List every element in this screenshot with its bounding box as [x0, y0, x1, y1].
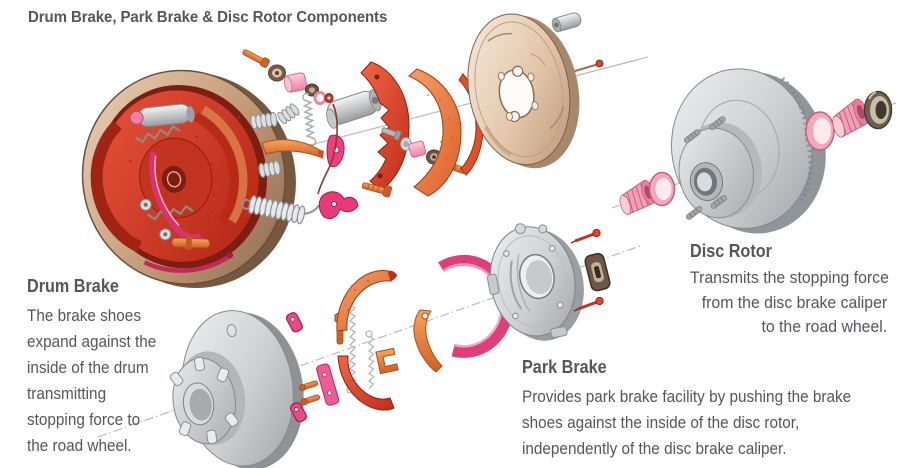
extension-spring: [302, 92, 317, 147]
U-bracket: [375, 347, 399, 375]
coil-spring-small: [250, 111, 278, 130]
anchor-pin: [242, 49, 270, 68]
park-anchor-plate: [486, 223, 584, 341]
wheel-stud: [709, 116, 726, 131]
extension-spring-thin: [348, 304, 357, 386]
park-cable-mounted: [143, 254, 231, 273]
adjuster-strut-mounted: [171, 236, 211, 250]
red-grommet: [324, 93, 334, 103]
disc-rotor-heading: Disc Rotor: [690, 241, 772, 261]
shoe-bolt: [300, 394, 321, 406]
adjuster-lever: [261, 139, 325, 159]
drum-brake-description: The brake shoes expand against the insid…: [27, 303, 156, 459]
park-brake-line: independently of the disc brake caliper.: [522, 439, 787, 458]
park-brake-line: Provides park brake facility by pushing …: [522, 387, 852, 406]
disc-rotor-line: Transmits the stopping force: [690, 268, 889, 287]
wheel-cylinder-mounted: [129, 103, 195, 128]
drum-brake-line: stopping force to: [27, 410, 141, 429]
page-title: Drum Brake, Park Brake & Disc Rotor Comp…: [28, 9, 388, 26]
piston-cup-pink: [283, 72, 308, 93]
retaining-clip: [285, 312, 303, 333]
coil-spring-long: [240, 195, 320, 225]
drum-brake-line: expand against the: [27, 332, 157, 351]
disc-rotor-line: from the disc brake caliper: [701, 292, 888, 312]
park-shoe-lower: [337, 355, 395, 411]
park-brake-description: Provides park brake facility by pushing …: [522, 384, 851, 462]
inner-bearing-race: [648, 171, 676, 207]
cable-link-wire: [317, 103, 338, 195]
cable-bracket: [584, 252, 611, 292]
park-brake-rotor: [169, 310, 304, 468]
return-spring-lower: [147, 204, 194, 221]
drum-brake-line: the road wheel.: [27, 436, 132, 455]
wheel-cylinder: [326, 89, 382, 129]
small-bearing: [305, 83, 319, 97]
drum-brake-line: inside of the drum: [27, 358, 149, 377]
park-shoe-upper: [336, 270, 397, 332]
disc-rotor-line: to the road wheel.: [761, 317, 888, 336]
drum-brake-line: transmitting: [27, 384, 107, 403]
park-lever-mounted: [149, 151, 202, 241]
brake-shoe-primary: [360, 61, 410, 191]
park-actuating-lever: [413, 309, 443, 373]
outer-bearing-race: [805, 111, 835, 151]
shoe-bolt: [298, 380, 319, 392]
pink-washer: [313, 91, 327, 105]
brake-shoe-secondary: [408, 68, 462, 197]
park-brake-line: shoes against the inside of the disc rot…: [522, 413, 800, 432]
grease-cylinder: [551, 12, 582, 33]
coil-spring-small: [277, 103, 300, 125]
backing-plate: [467, 13, 580, 169]
retaining-clip: [289, 402, 307, 423]
park-pawl: [318, 191, 359, 220]
park-pin: [570, 228, 601, 244]
extension-spring-thin: [367, 335, 375, 389]
disc-rotor-description: Transmits the stopping force from the di…: [690, 266, 889, 340]
park-pin: [573, 296, 604, 312]
coil-spring-small: [258, 160, 281, 178]
small-bearing: [268, 64, 286, 82]
wheel-stud: [686, 205, 703, 220]
wheel-stud: [710, 194, 727, 209]
drum-brake-line: The brake shoes: [27, 306, 141, 325]
wheel-stud: [683, 129, 701, 144]
disc-rotor-illustration: [670, 68, 826, 234]
outer-bearing: [832, 98, 869, 138]
drum-brake-assembly-illustration: [81, 69, 296, 288]
drum-brake-heading: Drum Brake: [27, 276, 119, 296]
pink-backing-strip: [316, 363, 340, 406]
shoe-anchor-bolt: [361, 182, 393, 198]
cotter-pin: [570, 59, 604, 74]
park-brake-heading: Park Brake: [522, 357, 607, 377]
dust-cap: [863, 90, 893, 130]
return-spring-upper: [134, 124, 181, 144]
adjuster-cam: [326, 134, 345, 168]
